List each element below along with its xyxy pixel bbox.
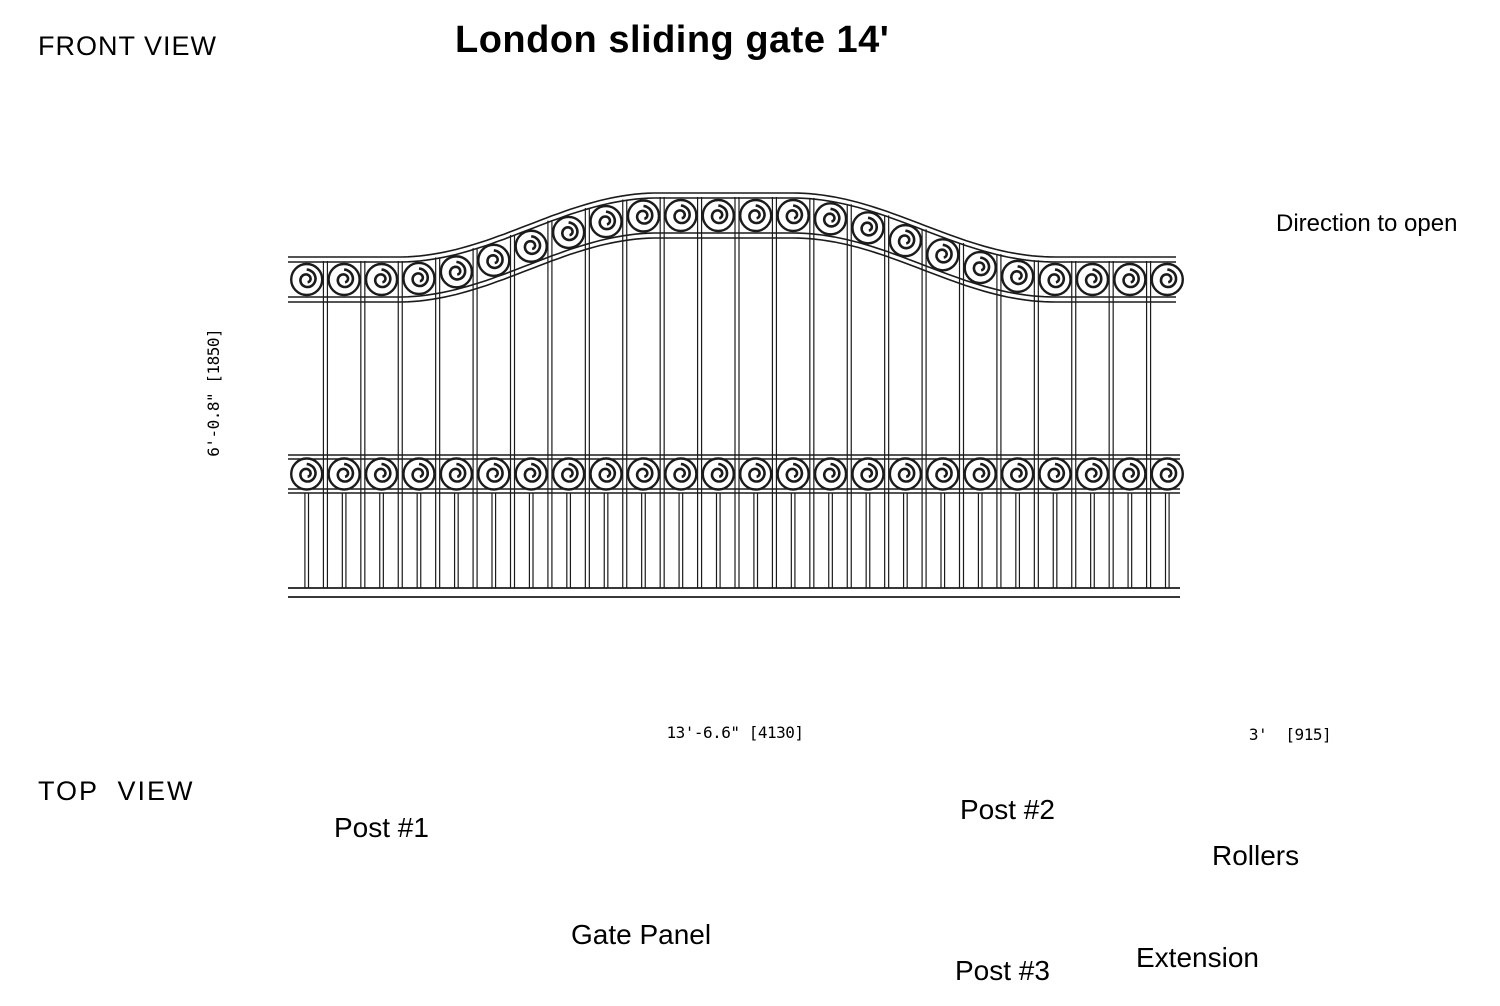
page-title: London sliding gate 14' <box>455 19 890 61</box>
gate-panel-label: Gate Panel <box>571 919 712 950</box>
post2-label: Post #2 <box>960 794 1055 825</box>
post3-label: Post #3 <box>955 955 1050 986</box>
front-view-label: FRONT VIEW <box>38 31 218 61</box>
dimension-extension-label: 3' [915] <box>1248 725 1332 744</box>
front-view-gate-drawing <box>288 192 1184 598</box>
extension-label: Extension <box>1136 942 1259 973</box>
top-view-label: TOP VIEW <box>38 776 195 806</box>
dimension-gate-width-label: 13'-6.6" [4130] <box>666 723 805 742</box>
dimension-height-label: 6'-0.8" [1850] <box>204 328 224 457</box>
post1-label: Post #1 <box>334 812 429 843</box>
rollers-label: Rollers <box>1212 840 1300 871</box>
direction-to-open-label: Direction to open <box>1276 210 1458 237</box>
